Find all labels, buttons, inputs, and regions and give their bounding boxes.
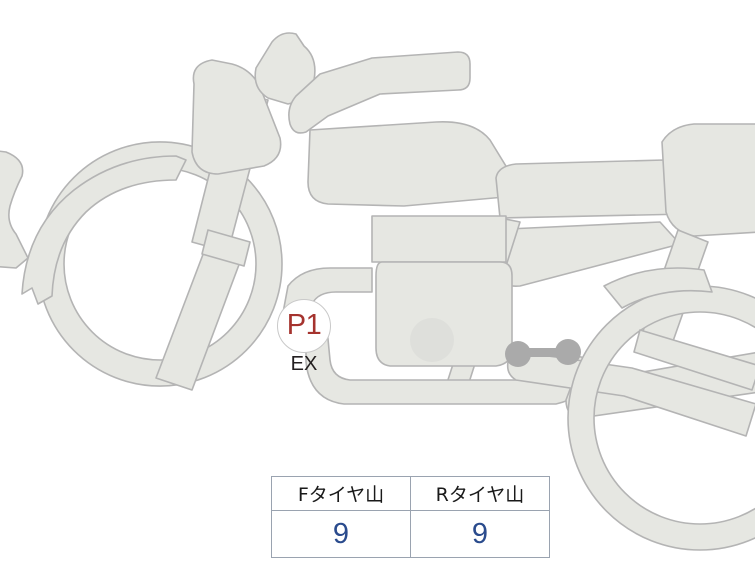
marker-p1-label: P1	[286, 308, 322, 341]
front-tire-header: Fタイヤ山	[271, 476, 411, 511]
tail-section-shape	[661, 123, 755, 237]
rear-tire-header: Rタイヤ山	[410, 476, 550, 511]
front-tire-value[interactable]: 9	[271, 510, 411, 558]
inspection-point-marker-p1[interactable]: P1	[277, 299, 331, 353]
fuel-tank-shape	[307, 121, 517, 207]
fork-triple-clamp	[201, 229, 251, 267]
footpeg-accent	[505, 339, 581, 367]
engine-circle-detail	[410, 318, 454, 362]
seat-shape	[495, 159, 689, 219]
rear-fender-shape	[603, 267, 713, 309]
marker-p1-sublabel: EX	[290, 353, 318, 375]
left-edge-fragment-shape	[0, 150, 29, 269]
chain-guard-shape	[633, 329, 755, 391]
front-fender-shape	[21, 155, 187, 305]
table-header-row: Fタイヤ山 Rタイヤ山	[271, 476, 550, 511]
handlebar-shape	[288, 51, 471, 134]
tire-tread-table: Fタイヤ山 Rタイヤ山 9 9	[271, 476, 550, 558]
rear-tire-value[interactable]: 9	[410, 510, 550, 558]
swingarm-shape	[506, 351, 755, 437]
table-value-row: 9 9	[271, 510, 550, 558]
cylinder-head-plate	[371, 215, 507, 263]
rear-wheel-arc	[567, 285, 755, 551]
